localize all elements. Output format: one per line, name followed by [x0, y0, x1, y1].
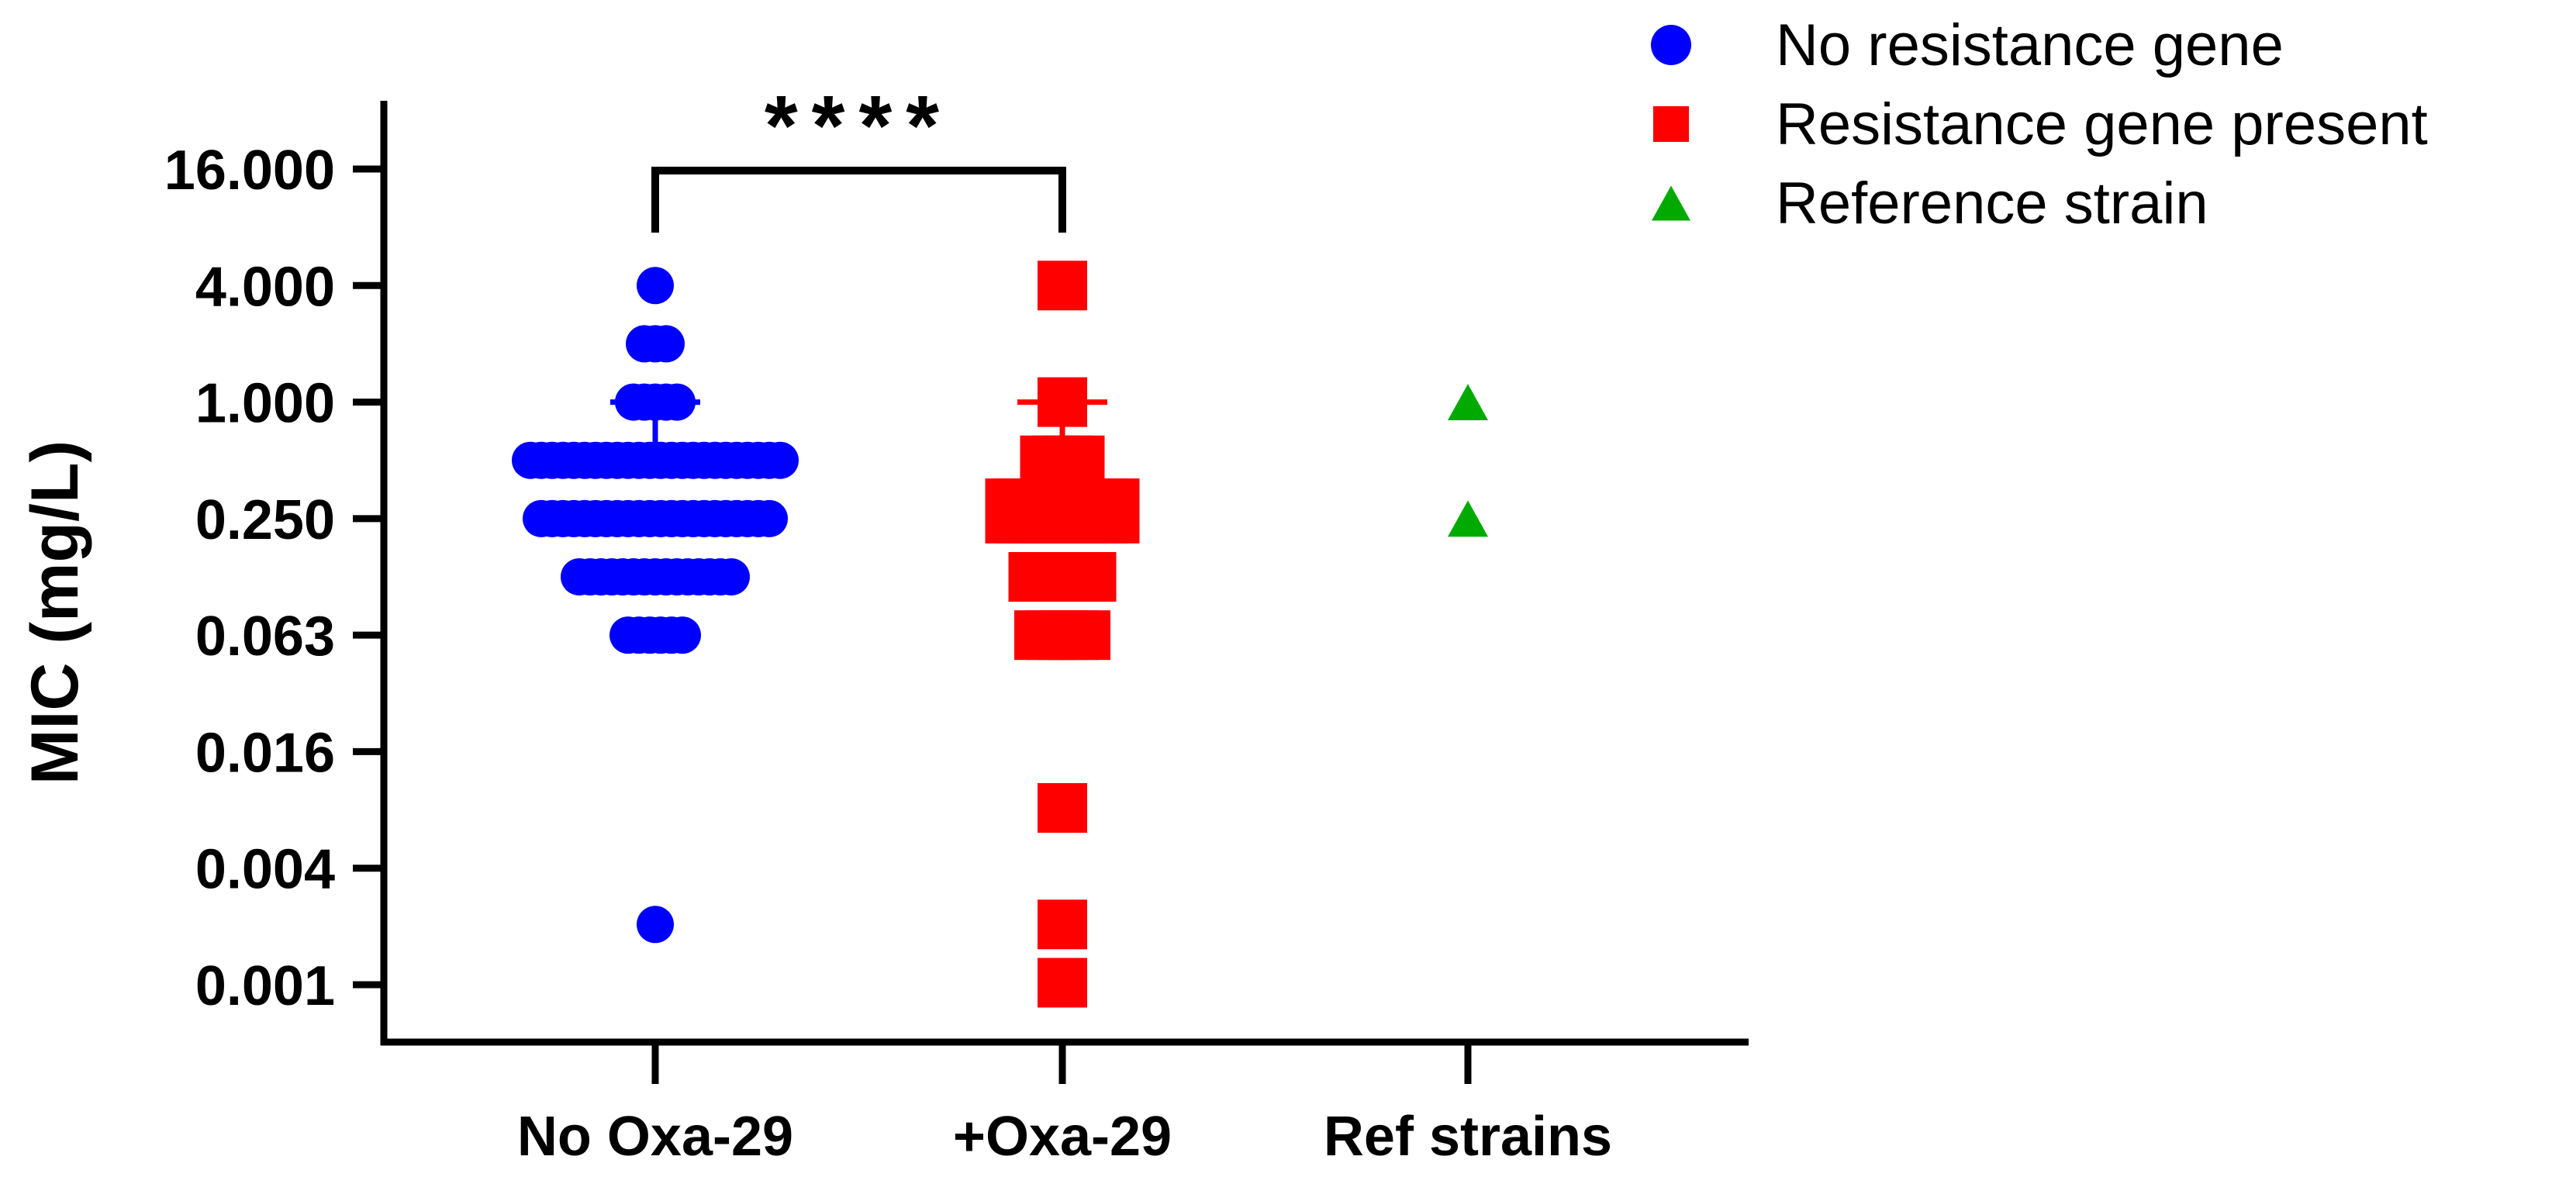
- y-tick-label: 1.000: [195, 373, 335, 435]
- series-triangle: [1448, 384, 1488, 537]
- y-tick-label: 16.000: [164, 140, 335, 202]
- y-tick-label: 0.063: [195, 606, 335, 668]
- legend-marker-square: [1653, 106, 1689, 142]
- x-tick-label: Ref strains: [1324, 1106, 1612, 1168]
- data-point: [647, 325, 685, 363]
- data-point: [637, 267, 674, 305]
- series-square: [985, 261, 1140, 1008]
- y-tick-label: 0.016: [195, 722, 335, 784]
- data-point: [1448, 384, 1488, 420]
- significance-stars: ****: [765, 78, 953, 174]
- data-point: [1448, 500, 1488, 537]
- x-tick-label: +Oxa-29: [953, 1106, 1172, 1168]
- data-point: [637, 906, 674, 944]
- y-tick-label: 0.004: [195, 839, 335, 901]
- data-point: [1038, 958, 1087, 1008]
- data-point: [761, 441, 799, 479]
- y-tick-label: 0.250: [195, 489, 335, 551]
- data-point: [1089, 493, 1140, 544]
- y-tick-labels: 16.000 4.000 1.000 0.250 0.063 0.016 0.004 0.00…: [164, 140, 335, 1017]
- data-point: [664, 616, 701, 654]
- legend-label: Reference strain: [1776, 171, 2208, 236]
- legend-label: No resistance gene: [1776, 12, 2284, 78]
- significance-bracket: [651, 167, 1066, 233]
- legend-marker-circle: [1651, 25, 1691, 65]
- legend-label: Resistance gene present: [1776, 91, 2428, 157]
- significance-annotation: ****: [651, 78, 1066, 233]
- legend-marker-triangle: [1652, 185, 1690, 221]
- x-tick-labels: No Oxa-29 +Oxa-29 Ref strains: [517, 1106, 1612, 1168]
- data-point: [751, 499, 788, 537]
- data-point: [1038, 899, 1087, 950]
- series-circle: [512, 267, 799, 944]
- data-point: [1061, 610, 1110, 661]
- y-tick-label: 4.000: [195, 256, 335, 318]
- axes: [353, 101, 1749, 1084]
- data-point: [1038, 261, 1087, 311]
- x-tick-label: No Oxa-29: [517, 1106, 793, 1168]
- data-point: [713, 558, 750, 595]
- data-point: [1066, 552, 1117, 602]
- y-tick-label: 0.001: [195, 955, 335, 1017]
- data-point: [1038, 783, 1087, 834]
- plot-area: [512, 261, 1488, 1008]
- y-axis-title: MIC (mg/L): [18, 440, 92, 785]
